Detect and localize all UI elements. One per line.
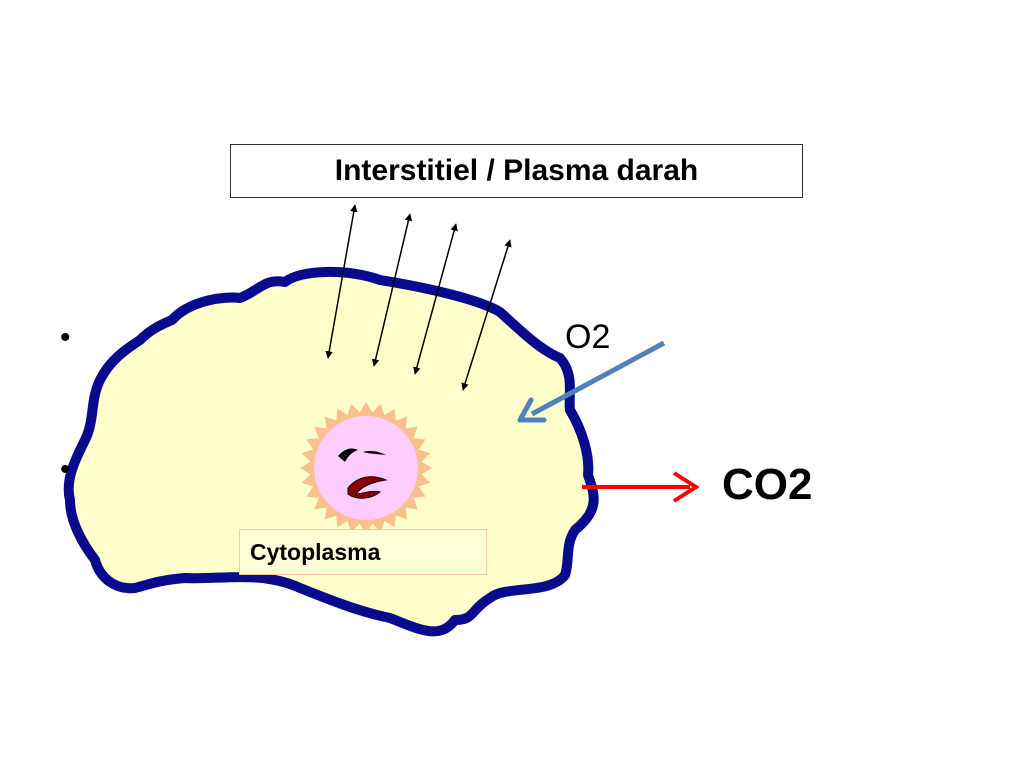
o2-arrowhead	[517, 397, 547, 423]
nucleolus-mark-1	[338, 448, 358, 462]
transport-arrow-2	[371, 213, 413, 367]
o2-arrow	[530, 340, 666, 417]
co2-arrowhead	[672, 471, 700, 503]
transport-arrow-1	[325, 204, 358, 359]
bullet-1: •	[60, 321, 71, 354]
transport-arrow-4	[461, 239, 512, 391]
nucleolus-mark-2	[363, 451, 386, 455]
interstitial-plasma-label: Interstitiel / Plasma darah	[230, 144, 803, 198]
nucleus	[314, 416, 418, 520]
cytoplasm-label: Cytoplasma	[239, 529, 487, 575]
transport-arrow-3	[413, 223, 458, 375]
bullet-2: •	[60, 453, 71, 486]
co2-label: CO2	[722, 460, 813, 509]
o2-label: O2	[565, 318, 611, 356]
nucleolus-mark-3	[347, 476, 388, 499]
